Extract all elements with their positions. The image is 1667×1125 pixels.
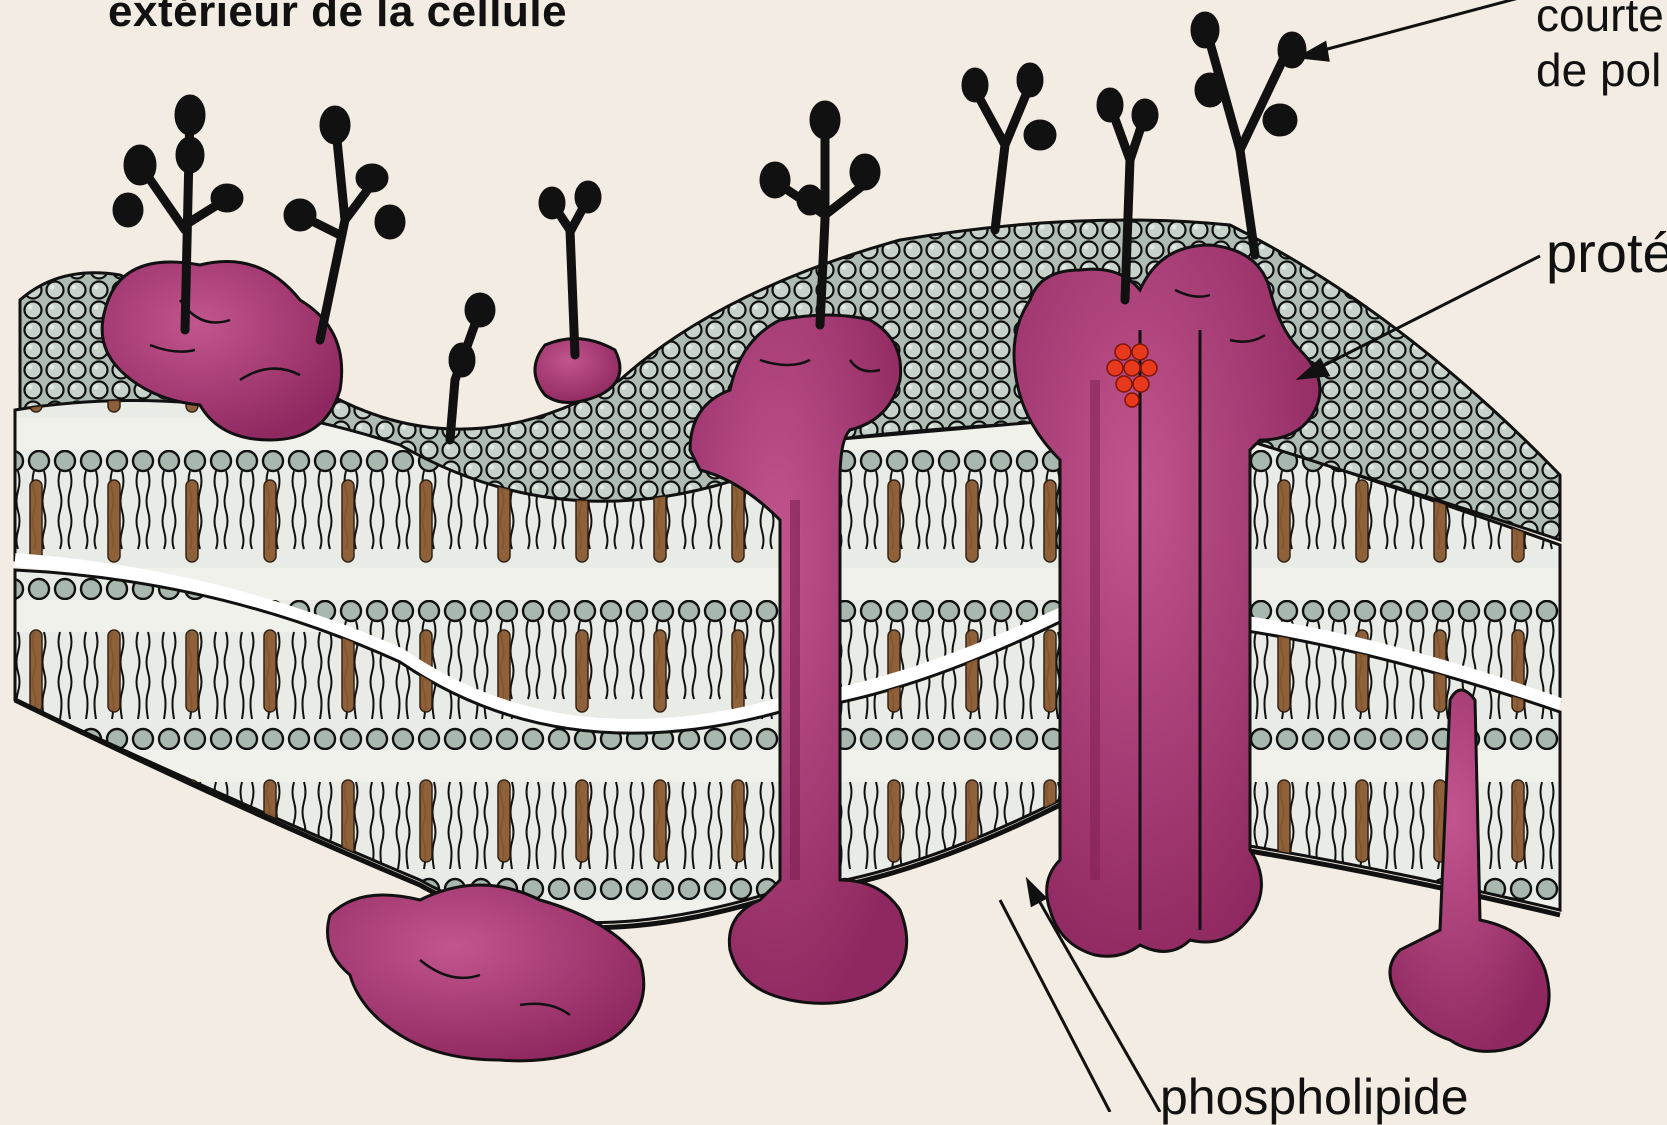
phospholipid-label: phospholipide [1160,1072,1469,1122]
carbohydrate-chain-label-line1: courte [1536,0,1664,43]
outside-cell-label: extérieur de la cellule [108,0,567,34]
carbohydrate-chain-label: courte de pol [1536,0,1664,98]
carbohydrate-chain-label-line2: de pol [1536,43,1664,98]
protein-label: protéi [1546,225,1667,281]
